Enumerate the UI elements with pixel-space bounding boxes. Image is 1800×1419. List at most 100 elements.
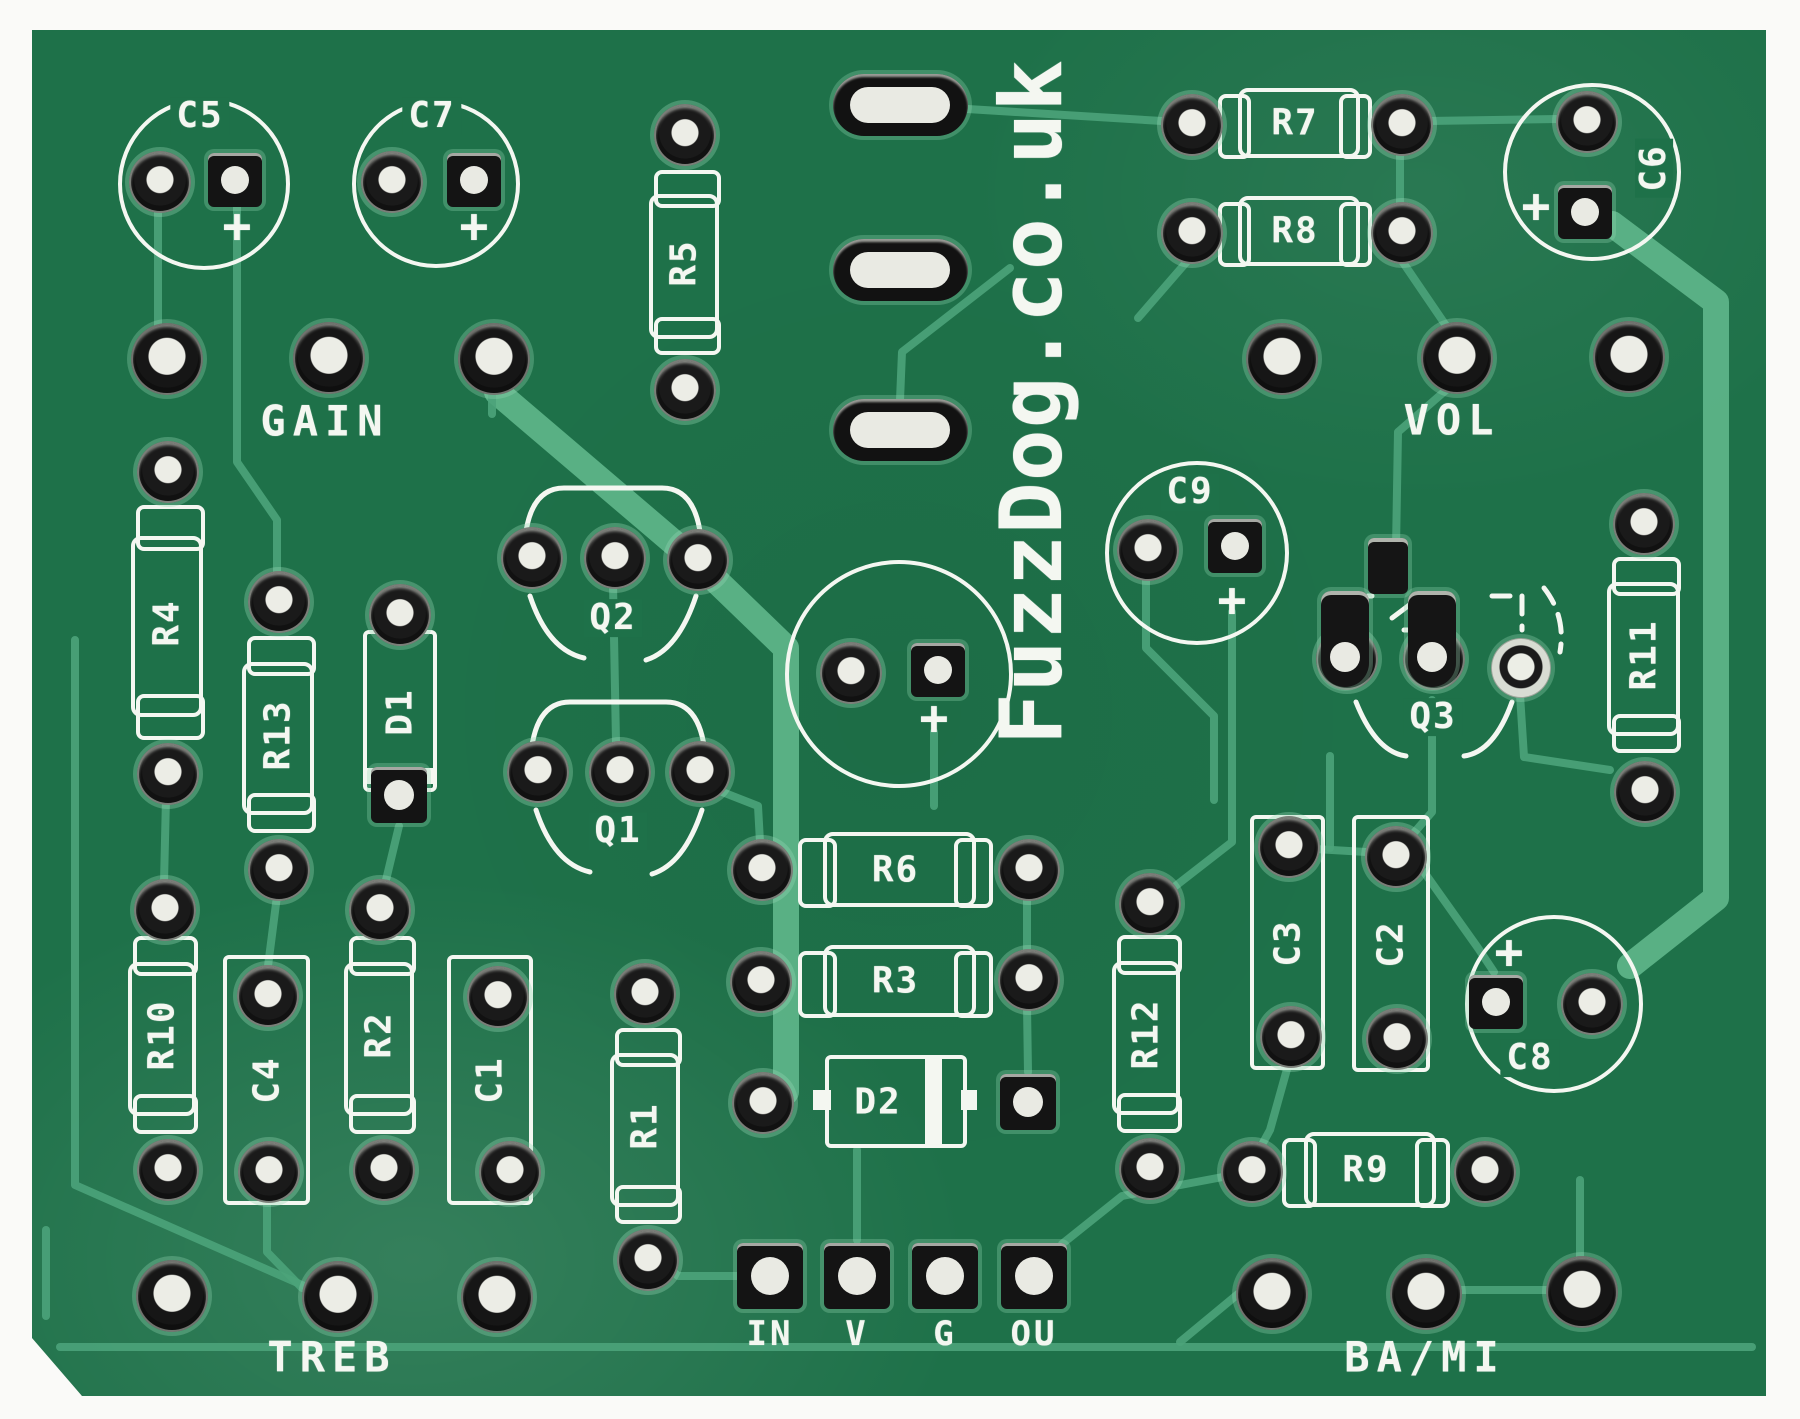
silkscreen-outline [610,1053,680,1207]
transistor-outline [649,807,705,877]
cap-negative-pad [820,642,882,704]
pot-label-VOL: VOL [1403,395,1501,445]
transistor-outline [527,699,709,777]
pad-hole [1330,642,1360,672]
silkscreen-outline [1612,713,1682,753]
component-ref-R9: R9 [1342,1149,1390,1190]
copper-trace [1156,608,1236,902]
oval-pad [832,74,968,136]
silkscreen-outline [136,505,205,551]
resistor-R9-pad [1221,1141,1283,1203]
silkscreen-outline [1238,196,1360,266]
pot-pad-BA/MI [1546,1256,1618,1328]
component-ref-R5: R5 [663,238,705,287]
silkscreen-outline [242,661,314,816]
transistor-outline [643,593,699,663]
pot-pad-VOL [1246,323,1318,395]
header-label-V: V [845,1314,869,1354]
resistor-R3-outline [798,945,993,1018]
transistor-Q1-pad [669,741,731,803]
silkscreen-outline [1607,582,1680,736]
transistor-outline [521,485,705,563]
header-pad-V [824,1243,890,1309]
resistor-R4-pad [137,441,199,503]
component-ref-R12: R12 [1125,998,1167,1070]
transistor-Q2-pad [501,527,563,589]
header-label-IN: IN [746,1314,794,1354]
plus-mark: + [1494,924,1524,980]
pad-hole [751,1257,789,1295]
resistor-R1-pad [614,963,676,1025]
pot-label-TREB: TREB [267,1332,397,1382]
component-ref-C5: C5 [170,97,230,135]
electrolytic-cap-outline-C8 [1465,915,1643,1093]
electrolytic-cap-outline-C9 [1105,461,1289,645]
resistor-R11-outline [1607,557,1682,753]
resistor-R8-pad [1371,202,1433,264]
silkscreen-outline [136,694,205,740]
silkscreen-outline [1339,201,1372,267]
transistor-outline [1353,699,1409,759]
pad-hole [849,412,950,448]
pot-pad-VOL [1593,321,1665,393]
resistor-R6-pad [998,839,1060,901]
component-ref-C7: C7 [402,97,462,135]
cap-positive-pad [911,643,965,697]
pad-hole [384,780,414,810]
copper-trace [1516,691,1614,774]
resistor-R4-pad [137,743,199,805]
silkscreen-outline [953,950,993,1018]
capacitor-C1-pad [467,966,529,1028]
pad-hole [221,166,249,194]
component-ref-R11: R11 [1623,619,1664,691]
capacitor-C1-pad [479,1141,541,1203]
resistor-R12-pad [1119,873,1181,935]
resistor-R3-pad [730,951,792,1013]
component-ref-C1: C1 [469,1056,511,1104]
silkscreen-outline [128,961,196,1117]
diode-D1-cathode-pad [371,767,427,823]
capacitor-C3-pad [1258,816,1320,878]
resistor-R2-pad [353,1139,415,1201]
diode-cathode-band [925,1059,943,1144]
silkscreen-outline [1303,1132,1437,1207]
silkscreen-outline [132,936,198,976]
transistor-outline [1541,585,1564,655]
header-label-OU: OU [1010,1314,1058,1354]
silkscreen-outline [798,950,838,1018]
resistor-R3-pad [998,949,1060,1011]
silkscreen-outline [953,838,993,908]
diode-lead-stub [813,1089,831,1110]
electrolytic-cap-outline-C6 [1503,83,1681,261]
pot-pad-GAIN [293,322,365,394]
copper-trace [1176,1290,1242,1346]
resistor-R12-outline [1112,935,1182,1133]
pad-hole [460,166,488,194]
component-ref-R13: R13 [257,698,299,771]
component-ref-C4: C4 [246,1056,287,1104]
diode-D1-anode-pad [369,584,431,646]
copper-trace [264,892,281,970]
transistor-Q3-teardrop-pad [1321,591,1369,687]
pot-pad-TREB [461,1261,533,1333]
silkscreen-outline [798,838,838,908]
component-ref-Q3: Q3 [1403,698,1463,736]
pot-pad-TREB [302,1261,374,1333]
transistor-outline [527,593,587,661]
resistor-R10-outline [128,936,198,1134]
silkscreen-outline [1339,93,1372,159]
silkscreen-outline [344,961,414,1117]
component-ref-C8: C8 [1500,1039,1560,1077]
silkscreen-outline [823,832,976,907]
silkscreen-outline [614,1184,682,1224]
capacitor-C4-pad [238,1141,300,1203]
resistor-R13-outline [242,636,316,833]
component-ref-Q2: Q2 [583,599,643,637]
cap-positive-pad [447,153,501,207]
silkscreen-outline [649,194,719,339]
component-ref-R3: R3 [871,960,920,1002]
component-ref-C6: C6 [1633,138,1674,198]
component-ref-D1: D1 [379,688,421,736]
cap-positive-pad [1469,975,1523,1029]
transistor-Q1-pad [507,741,569,803]
